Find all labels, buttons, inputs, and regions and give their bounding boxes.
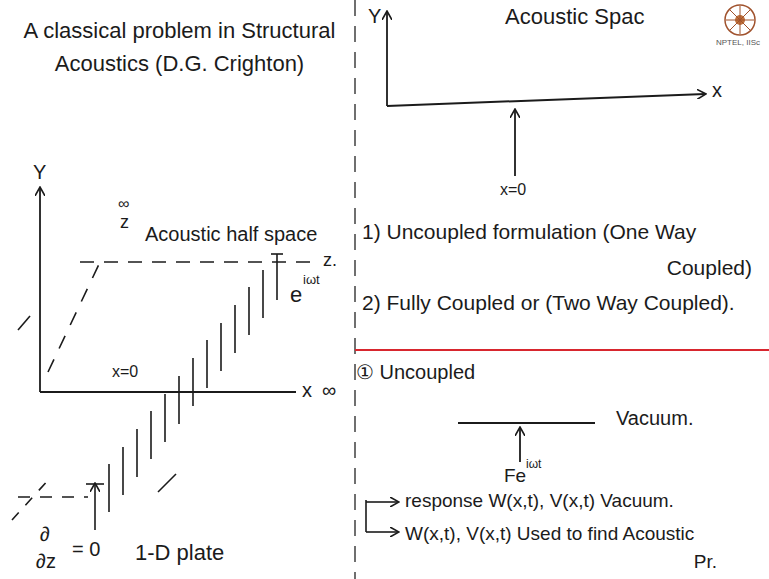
force-line <box>136 429 138 477</box>
infinity-mark: ∞ <box>118 194 129 213</box>
list-item: 2) Fully Coupled or (Two Way Coupled). <box>362 290 735 315</box>
perspective-edge <box>18 316 30 330</box>
divider-line <box>354 0 355 579</box>
bullet-arrow <box>366 501 398 503</box>
perspective-edge <box>158 474 176 492</box>
bullet-text: W(x,t), V(x,t) Used to find Acoustic Pr. <box>405 520 717 576</box>
bullet-bracket <box>365 500 367 532</box>
force-line <box>206 340 208 388</box>
section-heading: ① Uncoupled <box>356 360 475 384</box>
axis-label: z <box>120 212 129 234</box>
bullet-text: response W(x,t), V(x,t) Vacuum. <box>405 490 674 513</box>
force-arrow <box>514 110 516 176</box>
force-arrow <box>94 484 96 530</box>
region-label: Acoustic half space <box>145 222 317 246</box>
axis-label: Y <box>368 4 381 28</box>
logo-spokes <box>726 6 754 34</box>
slide-title: A classical problem in Structural Acoust… <box>12 14 347 80</box>
derivative-numerator: ∂ <box>40 522 50 546</box>
list-item: 1) Uncoupled formulation (One Way Couple… <box>362 214 752 286</box>
equation-text: = 0 <box>72 537 100 561</box>
perspective-edge <box>48 262 100 372</box>
force-line <box>164 394 166 442</box>
position-label: x=0 <box>112 362 138 381</box>
logo-ring <box>725 5 755 35</box>
position-label: x=0 <box>500 180 526 199</box>
region-label: Acoustic Spac <box>505 4 644 30</box>
axis-label: x <box>302 378 312 402</box>
force-line <box>150 411 152 459</box>
plate-line <box>458 422 595 424</box>
y-axis <box>39 188 41 392</box>
exponent-power: iωt <box>303 272 320 288</box>
force-line <box>276 254 278 300</box>
force-line <box>234 305 236 353</box>
exponent-power: iωt <box>526 457 541 471</box>
x-axis-plate <box>40 391 296 393</box>
exponent-base: e <box>290 282 302 308</box>
perspective-edge <box>12 478 50 520</box>
force-lines <box>86 254 283 530</box>
x-axis-plate <box>387 94 705 106</box>
force-line <box>220 323 222 371</box>
axis-label: x <box>712 78 722 102</box>
derivative-denominator: ∂z <box>36 549 56 573</box>
force-cap <box>86 483 104 485</box>
z-axis-dashed <box>80 261 318 263</box>
force-cap <box>271 253 283 255</box>
force-arrow <box>519 428 521 462</box>
bullet-arrow <box>366 531 398 533</box>
perspective-edge <box>18 496 88 498</box>
force-line <box>192 358 194 406</box>
force-label: Fe <box>504 465 526 488</box>
axis-label: z. <box>323 250 337 272</box>
infinity-mark: ∞ <box>322 378 336 402</box>
logo-text: NPTEL, IISc <box>716 38 760 48</box>
medium-label: Vacuum. <box>616 406 693 430</box>
plate-label: 1-D plate <box>135 540 224 566</box>
axis-label: Y <box>33 160 46 184</box>
force-line <box>108 464 110 512</box>
red-separator <box>355 349 769 351</box>
force-line <box>248 287 250 335</box>
force-line <box>122 447 124 495</box>
force-line <box>178 376 180 424</box>
nptel-logo <box>725 5 755 35</box>
force-line <box>262 270 264 318</box>
y-axis <box>386 12 388 106</box>
